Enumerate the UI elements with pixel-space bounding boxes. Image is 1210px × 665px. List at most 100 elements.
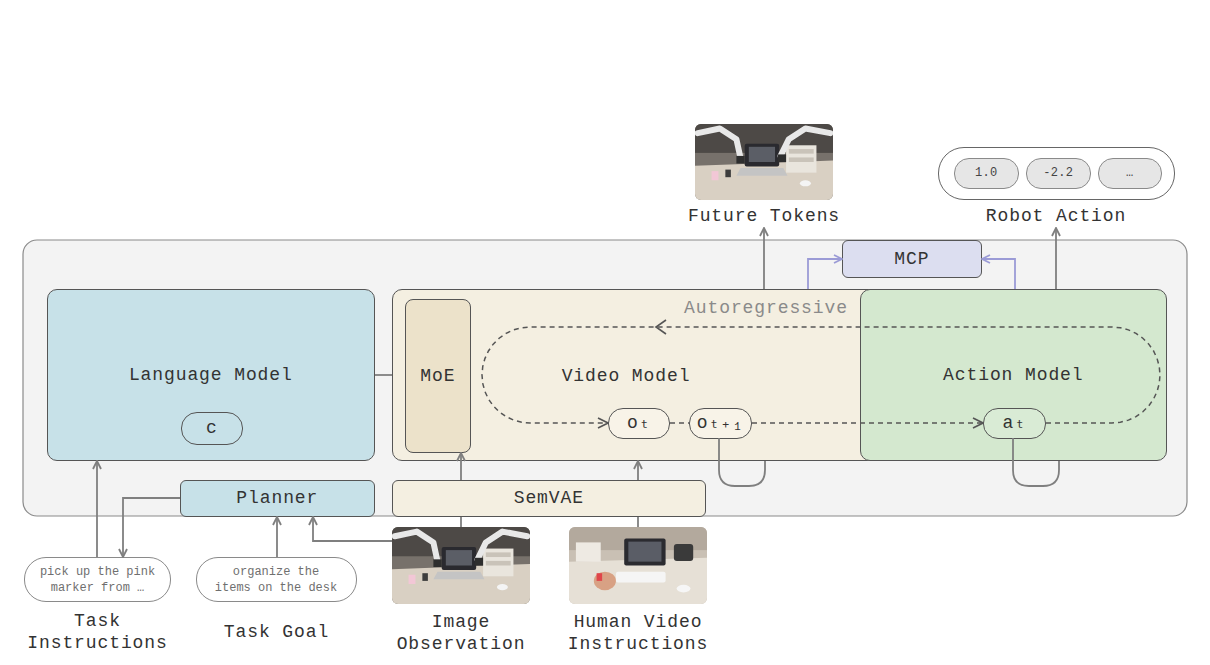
node-outline — [196, 557, 357, 602]
scene-laptop-content — [749, 147, 775, 162]
connector-arrow — [670, 422, 689, 424]
node-caption: Future Tokens — [680, 204, 848, 228]
scene-object — [725, 170, 731, 178]
loop-direction-chevron — [656, 320, 666, 334]
robot-gripper — [736, 156, 744, 164]
node-caption: Task Instructions — [22, 610, 173, 654]
scene-drawer — [483, 549, 513, 577]
node-caption: Image Observation — [372, 611, 550, 655]
scene-drawer — [789, 157, 814, 162]
connector-arrow — [460, 453, 462, 480]
robot-arm — [781, 129, 831, 156]
scene-object — [674, 544, 693, 561]
self-loop — [1013, 438, 1059, 486]
self-loop — [719, 438, 765, 486]
edge-label: Autoregressive — [666, 296, 866, 320]
node-label: aₜ — [984, 409, 1045, 438]
robot-arm — [698, 129, 741, 159]
connector-arrow — [460, 517, 462, 527]
scene-laptop-content — [628, 542, 661, 562]
node-label: oₜ — [609, 409, 669, 438]
scene-drawer — [786, 145, 816, 172]
connector-arrow — [763, 228, 765, 289]
scene-laptop-base — [736, 168, 787, 176]
image-output: Future Tokens — [680, 124, 848, 228]
node-label: organize the items on the desk — [213, 557, 339, 602]
scene-background — [392, 527, 530, 604]
scene-laptop-screen — [745, 144, 780, 167]
node-label: MCP — [843, 241, 981, 277]
model-box: Language Modelc — [47, 289, 375, 461]
image-input: Human Video Instructions — [569, 527, 707, 652]
connector-arrow — [982, 259, 1015, 289]
scene-background — [569, 527, 707, 604]
input-bubble: pick up the pink marker from … Task Instr… — [24, 557, 171, 652]
scene-drawer — [789, 149, 814, 154]
scene-laptop-screen — [624, 539, 665, 566]
value-pill: … — [1098, 158, 1162, 189]
node-label: 1.0 — [955, 159, 1018, 188]
robot-gripper — [475, 558, 483, 566]
value-pill: 1.0 — [954, 158, 1019, 189]
connector-arrow — [752, 422, 983, 424]
robot-gripper — [433, 559, 441, 567]
scene-object — [712, 171, 719, 180]
moe-box: MoE — [405, 299, 471, 453]
scene-background — [695, 124, 833, 200]
photo-illustration — [569, 527, 707, 604]
mcp-box: MCP — [842, 240, 982, 278]
scene-object — [422, 573, 428, 581]
scene-drawer — [486, 552, 511, 557]
scene-laptop-screen — [442, 547, 477, 570]
scene-object — [409, 575, 416, 584]
scene-shelf — [576, 542, 601, 561]
connector-arrow — [276, 517, 278, 557]
node-caption: Task Goal — [196, 610, 357, 654]
input-bubble: organize the items on the deskTask Goal — [196, 557, 357, 652]
node-label: MoE — [406, 300, 470, 452]
module-box: Planner — [180, 480, 375, 517]
scene-mouse — [800, 180, 811, 186]
connector-arrow — [375, 374, 392, 376]
token-pill: oₜ — [608, 408, 670, 439]
node-caption: Human Video Instructions — [558, 611, 718, 655]
token-pill: c — [181, 412, 243, 445]
scene-keyboard — [616, 572, 666, 583]
connector-arrow — [808, 259, 842, 289]
connector-arrow — [1055, 228, 1057, 289]
system-container — [23, 240, 1187, 516]
connector-arrow — [123, 498, 180, 557]
robot-gripper — [778, 154, 786, 162]
node-label: Video Model — [556, 356, 696, 396]
scene-object — [597, 573, 603, 581]
photo-frame — [695, 124, 833, 200]
autoregressive-loop — [482, 327, 1160, 423]
photo-frame — [569, 527, 707, 604]
node-label: Robot Action — [930, 204, 1182, 228]
connector-arrow — [313, 517, 392, 541]
token-pill: oₜ₊₁ — [689, 408, 752, 439]
scene-drawer — [486, 561, 511, 566]
node-label: oₜ₊₁ — [690, 409, 751, 438]
robot-arm — [395, 532, 438, 562]
node-label: Planner — [181, 481, 374, 516]
node-label: pick up the pink marker from … — [34, 557, 161, 602]
photo-illustration — [695, 124, 833, 200]
node-label: SemVAE — [393, 481, 705, 516]
value-pill: -2.2 — [1026, 158, 1091, 189]
connector-arrow — [637, 517, 639, 527]
scene-laptop-base — [433, 572, 484, 580]
scene-mouse — [677, 585, 691, 593]
connector-arrow — [637, 461, 639, 480]
connectors — [97, 228, 1160, 557]
connector-arrow — [96, 461, 98, 557]
node-label: c — [182, 413, 242, 444]
module-box: SemVAE — [392, 480, 706, 517]
robot-arm — [478, 532, 528, 560]
photo-frame — [392, 527, 530, 604]
node-label: -2.2 — [1027, 159, 1090, 188]
model-box: Action Modelaₜ — [860, 289, 1167, 461]
scene-hand — [594, 572, 616, 590]
node-outline — [24, 557, 171, 602]
node-label: … — [1099, 159, 1161, 188]
